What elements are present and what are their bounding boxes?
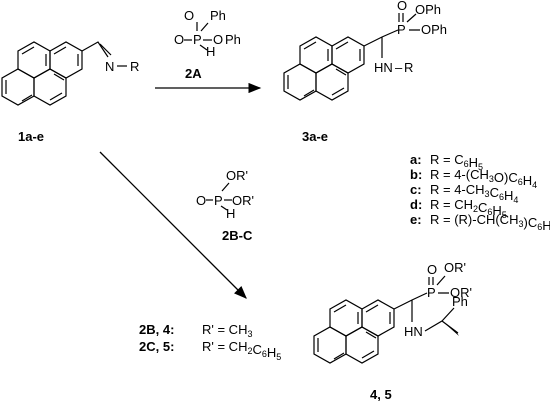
product-3-p-atom: P (397, 22, 406, 37)
product-3-r: R (404, 60, 413, 75)
pyrene-ring-3 (283, 36, 365, 101)
imine-r-group: R (130, 59, 139, 74)
substituent-key-c: c: (410, 182, 422, 197)
svg-text:O: O (196, 193, 206, 208)
product-3-minus: – (395, 60, 403, 75)
product-3-o-atom: O (397, 0, 407, 13)
reagent-2a-structure: O Ph O P O Ph H (174, 8, 241, 59)
product-3-oph-top: OPh (415, 2, 441, 17)
wedge-bond (442, 321, 459, 336)
arrow-to-4-5 (99, 151, 247, 299)
product-3-oph-right: OPh (421, 22, 447, 37)
product-3-side-chain (363, 29, 399, 58)
imine-side-chain (81, 41, 109, 58)
product-4-or-top: OR' (444, 260, 466, 275)
product-4-hn: HN (404, 324, 423, 339)
product-4-or-right: OR' (450, 285, 472, 300)
svg-text:P: P (214, 193, 223, 208)
substituent-key-e: e: (410, 212, 422, 227)
substituent-key-a: a: (410, 152, 422, 167)
svg-text:O: O (174, 32, 184, 47)
reagent-2a-label: 2A (185, 66, 202, 81)
imine-double-bond (99, 43, 112, 56)
substituent-formula-d: R = CH2C6H5 (430, 197, 507, 220)
reagent-2bc-label: 2B-C (222, 228, 253, 243)
substituent-key-d: d: (410, 197, 422, 212)
imine-n-atom: N (105, 59, 114, 74)
substituent-list: a: R = C6H5 b: R = 4-(CH3O)C6H4 c: R = 4-CH3C… (410, 152, 550, 235)
product-4-ph: Ph (452, 294, 468, 309)
svg-text:H: H (206, 44, 215, 59)
product-3-hn: HN (374, 60, 393, 75)
reagent-2bc-structure: OR' O P OR' H (196, 168, 254, 221)
svg-text:O: O (213, 32, 223, 47)
ester-table: 2B, 4: R' = CH3 2C, 5: R' = CH2C6H5 (139, 322, 281, 362)
ester-row-formula: R' = CH2C6H5 (202, 339, 281, 362)
ester-row-compound: 2C, 5: (139, 339, 174, 354)
pyrene-ring-4-5 (313, 299, 395, 364)
compound-4-5-label: 4, 5 (370, 387, 392, 402)
svg-text:H: H (226, 206, 235, 221)
compound-1-label: 1a-e (18, 129, 44, 144)
substituent-formula-e: R = (R)-CH(CH3)C6H5 (430, 212, 550, 235)
svg-text:OR': OR' (232, 193, 254, 208)
svg-text:Ph: Ph (225, 32, 241, 47)
substituent-formula-b: R = 4-(CH3O)C6H4 (430, 167, 537, 190)
compound-3-label: 3a-e (302, 129, 328, 144)
substituent-formula-a: R = C6H5 (430, 152, 483, 172)
svg-text:P: P (193, 32, 202, 47)
product-4-p-atom: P (427, 285, 436, 300)
pyrene-ring-1 (1, 41, 83, 106)
product-4-side-chain (393, 292, 428, 322)
substituent-formula-c: R = 4-CH3C6H4 (430, 182, 518, 205)
ester-row-formula: R' = CH3 (202, 322, 252, 339)
substituent-key-b: b: (410, 167, 422, 182)
ester-row-compound: 2B, 4: (139, 322, 174, 337)
po-double-bond (398, 13, 404, 22)
svg-text:O: O (184, 8, 194, 23)
product-4-o-atom: O (427, 262, 437, 277)
svg-text:Ph: Ph (210, 8, 226, 23)
svg-text:OR': OR' (226, 168, 248, 183)
